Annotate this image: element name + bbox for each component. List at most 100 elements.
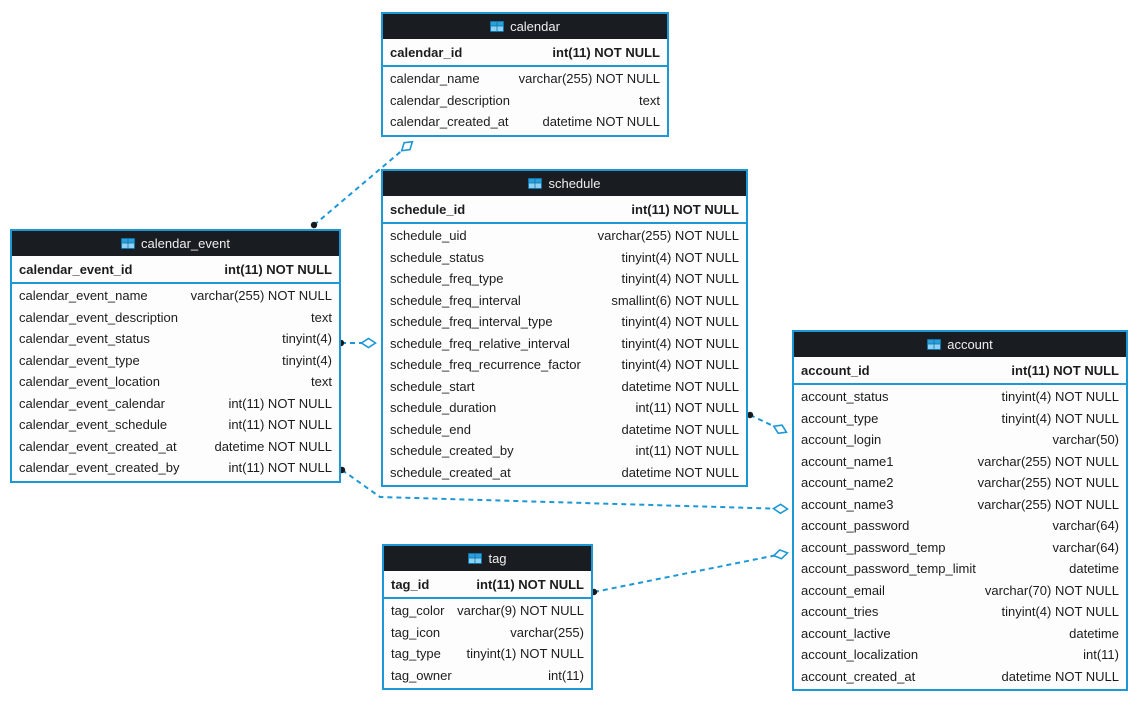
table-grid-icon bbox=[121, 238, 136, 249]
column-name: calendar_description bbox=[390, 92, 510, 108]
column-name: calendar_event_name bbox=[19, 288, 148, 304]
column-type: int(11) NOT NULL bbox=[631, 201, 739, 217]
column-name: account_id bbox=[801, 362, 870, 378]
column-name: calendar_id bbox=[390, 44, 463, 60]
column-name: account_login bbox=[801, 432, 882, 448]
column-name: schedule_uid bbox=[390, 228, 467, 244]
table-grid-icon bbox=[490, 21, 505, 32]
table-grid-icon bbox=[528, 178, 543, 189]
column-type: tinyint(4) NOT NULL bbox=[621, 335, 739, 351]
column-type: varchar(255) NOT NULL bbox=[977, 475, 1119, 491]
relationship-calendar_event-account[interactable] bbox=[338, 466, 789, 515]
column-name: schedule_freq_recurrence_factor bbox=[390, 357, 581, 373]
relationship-schedule-account[interactable] bbox=[746, 411, 788, 435]
column-type: int(11) NOT NULL bbox=[635, 443, 739, 459]
column-type: varchar(64) bbox=[1052, 539, 1119, 555]
table-header[interactable]: tag bbox=[384, 546, 591, 571]
table-header[interactable]: account bbox=[794, 332, 1126, 357]
column-type: int(11) NOT NULL bbox=[635, 400, 739, 416]
column-name: schedule_freq_interval bbox=[390, 292, 521, 308]
column-type: tinyint(4) NOT NULL bbox=[621, 357, 739, 373]
relationship-calendar_event-calendar[interactable] bbox=[310, 140, 414, 229]
column-type: varchar(255) NOT NULL bbox=[977, 453, 1119, 469]
column-name: account_email bbox=[801, 582, 885, 598]
column-type: text bbox=[311, 374, 332, 390]
table-row[interactable]: account_password_temp varchar(64) bbox=[794, 537, 1126, 559]
table-row[interactable]: account_name1 varchar(255) NOT NULL bbox=[794, 451, 1126, 473]
column-type: varchar(255) bbox=[510, 624, 584, 640]
table-row[interactable]: schedule_freq_recurrence_factor tinyint(4… bbox=[383, 354, 746, 376]
table-row[interactable]: account_status tinyint(4) NOT NULL bbox=[794, 386, 1126, 408]
table-row[interactable]: account_tries tinyint(4) NOT NULL bbox=[794, 601, 1126, 623]
column-type: datetime NOT NULL bbox=[1001, 668, 1119, 684]
column-name: schedule_created_by bbox=[390, 443, 514, 459]
column-name: account_localization bbox=[801, 647, 919, 663]
column-type: tinyint(4) NOT NULL bbox=[1001, 604, 1119, 620]
table-header[interactable]: calendar_event bbox=[12, 231, 339, 256]
table-row[interactable]: schedule_created_by int(11) NOT NULL bbox=[383, 440, 746, 462]
column-type: varchar(9) NOT NULL bbox=[457, 603, 584, 619]
table-row[interactable]: account_created_at datetime NOT NULL bbox=[794, 666, 1126, 688]
column-type: tinyint(4) NOT NULL bbox=[1001, 389, 1119, 405]
relationship-tag-account[interactable] bbox=[590, 548, 789, 596]
column-type: tinyint(4) NOT NULL bbox=[621, 249, 739, 265]
table-header[interactable]: calendar bbox=[383, 14, 667, 39]
column-name: account_name1 bbox=[801, 453, 894, 469]
column-name: account_tries bbox=[801, 604, 879, 620]
column-name: calendar_name bbox=[390, 71, 480, 87]
table-row[interactable]: calendar_event_location text bbox=[12, 371, 339, 393]
column-name: account_created_at bbox=[801, 668, 916, 684]
column-type: datetime bbox=[1069, 561, 1119, 577]
table-grid-icon bbox=[468, 553, 483, 564]
column-name: calendar_event_location bbox=[19, 374, 160, 390]
column-name: account_password_temp bbox=[801, 539, 946, 555]
table-header[interactable]: schedule bbox=[383, 171, 746, 196]
column-name: account_status bbox=[801, 389, 889, 405]
